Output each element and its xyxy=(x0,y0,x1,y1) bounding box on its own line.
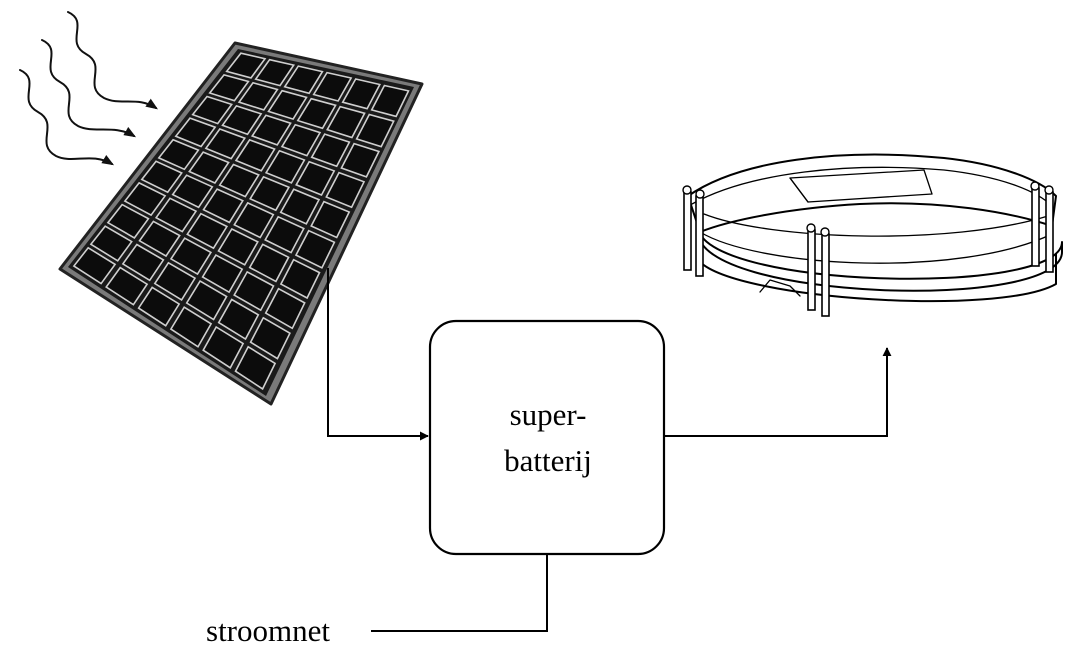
grid-label: stroomnet xyxy=(206,613,330,648)
battery-label-line1: super- xyxy=(510,397,587,432)
solar-cell xyxy=(186,212,229,250)
solar-cell xyxy=(295,160,336,197)
solar-cell xyxy=(279,258,321,300)
solar-cell xyxy=(157,138,200,171)
solar-cell xyxy=(105,266,149,306)
solar-panel-icon xyxy=(58,41,424,406)
battery-label-line2: batterij xyxy=(504,443,592,478)
solar-cell xyxy=(185,280,228,321)
solar-cell xyxy=(310,133,351,168)
stadium-icon xyxy=(682,153,1063,317)
solar-cell xyxy=(140,160,183,194)
solar-cell xyxy=(123,181,167,217)
solar-cell xyxy=(279,188,321,225)
solar-cell xyxy=(326,105,366,139)
solar-cell xyxy=(121,243,165,282)
battery-to-stadium-wire xyxy=(664,347,892,437)
solar-cell xyxy=(294,229,336,269)
solar-cell xyxy=(355,113,395,148)
solar-cell xyxy=(283,65,324,95)
solar-cell xyxy=(188,151,230,185)
solar-cell xyxy=(237,81,279,111)
solar-cell xyxy=(106,203,150,239)
solar-cell xyxy=(174,117,217,148)
solar-cell xyxy=(202,188,244,224)
solar-cell xyxy=(234,138,276,172)
solar-cell xyxy=(280,123,322,157)
solar-cell xyxy=(171,174,214,209)
solar-cell xyxy=(208,73,250,102)
solar-cell xyxy=(225,52,267,79)
super-battery-box: super- batterij xyxy=(428,319,666,556)
solar-cell xyxy=(201,254,244,294)
solar-cell xyxy=(296,97,337,130)
panel-to-battery-wire xyxy=(327,268,429,441)
solar-cell xyxy=(264,149,306,184)
solar-cell xyxy=(217,227,259,266)
solar-cell xyxy=(248,243,290,283)
sun-ray xyxy=(19,69,115,166)
sun-ray xyxy=(67,11,158,110)
solar-cell xyxy=(204,128,247,160)
solar-cell xyxy=(138,220,181,258)
solar-cell xyxy=(202,325,245,369)
solar-cell xyxy=(234,345,277,391)
solar-cell xyxy=(340,142,381,178)
solar-cell xyxy=(221,104,263,136)
solar-cell xyxy=(264,215,305,254)
solar-cell xyxy=(154,197,198,233)
solar-cell xyxy=(169,237,213,276)
solar-cell xyxy=(249,316,291,360)
solar-cell xyxy=(169,306,213,348)
solar-cell xyxy=(89,225,133,262)
solar-cell xyxy=(325,171,366,209)
solar-cell xyxy=(72,246,117,285)
solar-cell xyxy=(217,298,260,341)
solar-cell xyxy=(249,175,291,212)
solar-cell xyxy=(267,89,308,121)
solar-cell xyxy=(233,270,275,312)
solar-cell xyxy=(233,201,275,239)
solar-cell xyxy=(312,71,353,102)
solar-cell xyxy=(153,261,197,301)
solar-cell xyxy=(310,200,351,239)
solar-cell xyxy=(254,58,296,87)
solar-cell xyxy=(218,163,260,198)
solar-cell xyxy=(137,286,181,327)
solar-cell xyxy=(191,95,233,125)
grid-to-battery-wire xyxy=(371,554,548,632)
solar-cell xyxy=(264,287,306,330)
solar-cell xyxy=(341,78,381,110)
sunlight-rays-icon xyxy=(19,11,158,166)
sun-ray xyxy=(41,39,137,138)
solar-cell xyxy=(250,114,292,146)
solar-cell xyxy=(370,84,410,118)
stadium-pylons xyxy=(682,181,1054,317)
